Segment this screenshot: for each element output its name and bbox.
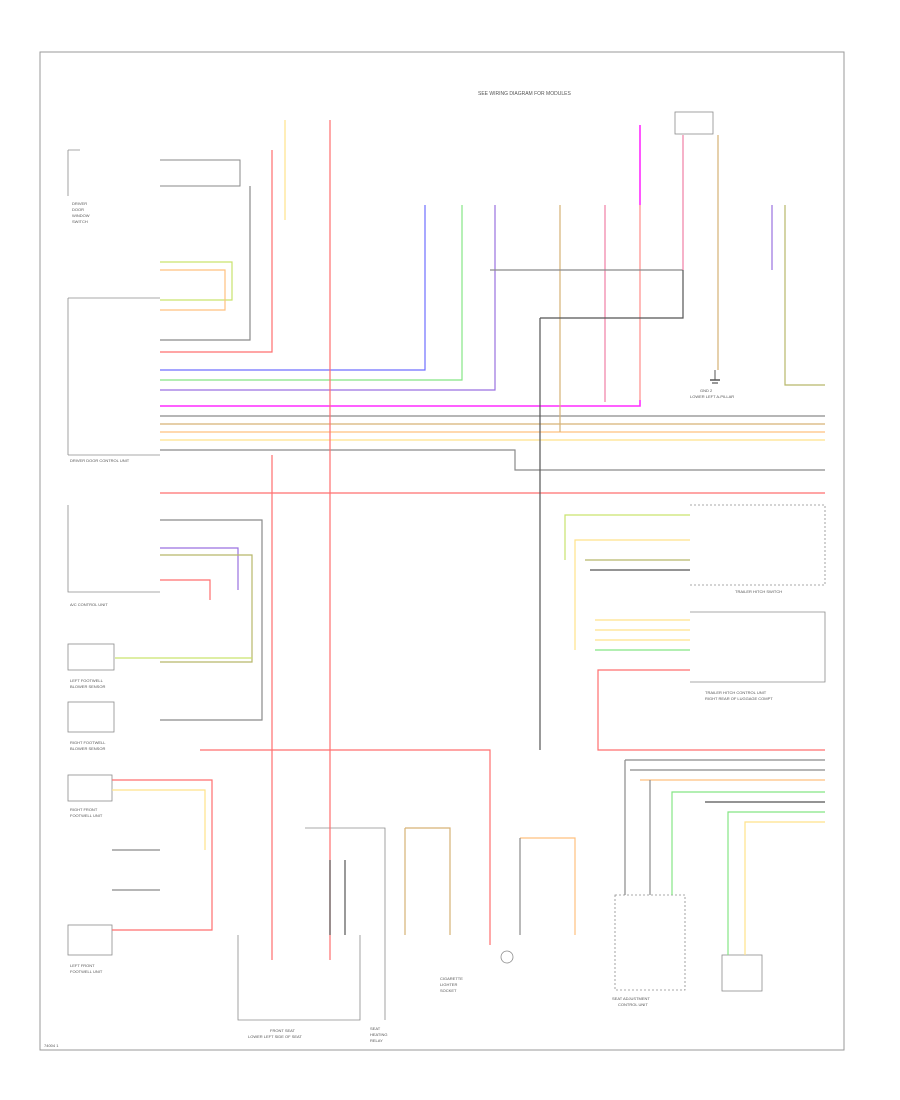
- svg-text:DRIVER DOOR CONTROL UNIT: DRIVER DOOR CONTROL UNIT: [70, 458, 130, 463]
- svg-text:SOCKET: SOCKET: [440, 988, 457, 993]
- svg-text:BLOWER SENSOR: BLOWER SENSOR: [70, 746, 105, 751]
- svg-text:GND 2: GND 2: [700, 388, 713, 393]
- svg-text:CIGARETTE: CIGARETTE: [440, 976, 463, 981]
- driver-door-module: DRIVER DOOR CONTROL UNIT: [67, 297, 160, 463]
- svg-text:LOWER LEFT A-PILLAR: LOWER LEFT A-PILLAR: [690, 394, 734, 399]
- wire-20: [784, 205, 825, 386]
- wire-21: [160, 261, 233, 301]
- wire-2: [160, 205, 463, 381]
- wire-15: [540, 270, 684, 319]
- svg-text:RIGHT FRONT: RIGHT FRONT: [70, 807, 98, 812]
- diagram-frame: [39, 51, 845, 1051]
- right-front-footwell-unit: RIGHT FRONT FOOTWELL UNIT: [67, 774, 113, 818]
- wire-29: [160, 547, 239, 590]
- svg-text:DOOR: DOOR: [72, 207, 84, 212]
- wire-1: [160, 205, 426, 371]
- wire-34: [112, 779, 213, 931]
- svg-text:RIGHT FOOTWELL: RIGHT FOOTWELL: [70, 740, 106, 745]
- header-label: SEE WIRING DIAGRAM FOR MODULES: [478, 91, 571, 97]
- seat-switch-right: [721, 954, 763, 992]
- svg-text:FOOTWELL UNIT: FOOTWELL UNIT: [70, 813, 103, 818]
- svg-text:SEAT: SEAT: [370, 1026, 381, 1031]
- wire-9: [160, 449, 825, 471]
- right-footwell-sensor: RIGHT FOOTWELL BLOWER SENSOR: [67, 701, 115, 751]
- svg-text:RELAY: RELAY: [370, 1038, 383, 1043]
- ground-left-a-pillar: GND 2 LOWER LEFT A-PILLAR: [690, 370, 734, 399]
- svg-text:RIGHT REAR OF LUGGAGE COMPT: RIGHT REAR OF LUGGAGE COMPT: [705, 696, 773, 701]
- svg-text:CONTROL UNIT: CONTROL UNIT: [618, 1002, 648, 1007]
- trailer-hitch-module: TRAILER HITCH CONTROL UNIT RIGHT REAR OF…: [690, 611, 826, 701]
- wire-23: [160, 186, 251, 341]
- svg-text:BLOWER SENSOR: BLOWER SENSOR: [70, 684, 105, 689]
- left-front-footwell-unit: LEFT FRONT FOOTWELL UNIT: [67, 924, 113, 974]
- svg-text:SEAT ADJUSTMENT: SEAT ADJUSTMENT: [612, 996, 650, 1001]
- wire-44: [564, 514, 690, 560]
- svg-text:LOWER LEFT SIDE OF SEAT: LOWER LEFT SIDE OF SEAT: [248, 1034, 302, 1039]
- wire-28: [160, 519, 263, 721]
- seat-adjustment-unit: SEAT ADJUSTMENT CONTROL UNIT: [612, 894, 686, 1007]
- seat-heating-relay: SEAT HEATING RELAY: [305, 827, 387, 1043]
- wire-59: [744, 821, 825, 955]
- svg-text:A/C CONTROL UNIT: A/C CONTROL UNIT: [70, 602, 108, 607]
- svg-text:LEFT FOOTWELL: LEFT FOOTWELL: [70, 678, 104, 683]
- wire-35: [112, 789, 206, 850]
- page-code: 74004 1: [44, 1043, 59, 1048]
- svg-text:SWITCH: SWITCH: [72, 219, 88, 224]
- left-footwell-sensor: LEFT FOOTWELL BLOWER SENSOR: [67, 643, 115, 689]
- svg-text:HEATING: HEATING: [370, 1032, 387, 1037]
- svg-text:TRAILER HITCH SWITCH: TRAILER HITCH SWITCH: [735, 589, 782, 594]
- wire-24: [160, 150, 273, 353]
- front-distribution: FRONT SEAT LOWER LEFT SIDE OF SEAT: [237, 935, 361, 1039]
- wire-30: [160, 554, 253, 663]
- fuse-box-top-right: [674, 111, 714, 135]
- wire-58: [727, 811, 825, 955]
- svg-text:TRAILER HITCH CONTROL UNIT: TRAILER HITCH CONTROL UNIT: [705, 690, 767, 695]
- wire-32: [160, 579, 211, 600]
- svg-text:WINDOW: WINDOW: [72, 213, 90, 218]
- lamp-center: [500, 950, 514, 964]
- wire-40: [520, 837, 576, 935]
- driver-door-switch: DRIVER DOOR WINDOW SWITCH: [67, 149, 241, 224]
- wire-harness: [112, 120, 825, 960]
- trailer-hitch-switch: TRAILER HITCH SWITCH: [690, 504, 826, 594]
- svg-text:FOOTWELL UNIT: FOOTWELL UNIT: [70, 969, 103, 974]
- wire-3: [160, 205, 496, 391]
- wire-33: [200, 749, 491, 945]
- cigarette-lighter: CIGARETTE LIGHTER SOCKET: [440, 976, 463, 993]
- wire-38: [405, 827, 451, 935]
- svg-text:DRIVER: DRIVER: [72, 201, 87, 206]
- svg-text:LIGHTER: LIGHTER: [440, 982, 457, 987]
- svg-text:FRONT SEAT: FRONT SEAT: [270, 1028, 296, 1033]
- wire-45: [574, 539, 690, 650]
- wire-56: [671, 791, 825, 895]
- wire-22: [160, 269, 226, 311]
- svg-text:LEFT FRONT: LEFT FRONT: [70, 963, 95, 968]
- ac-control-unit: A/C CONTROL UNIT: [67, 505, 160, 607]
- wire-52: [597, 669, 825, 751]
